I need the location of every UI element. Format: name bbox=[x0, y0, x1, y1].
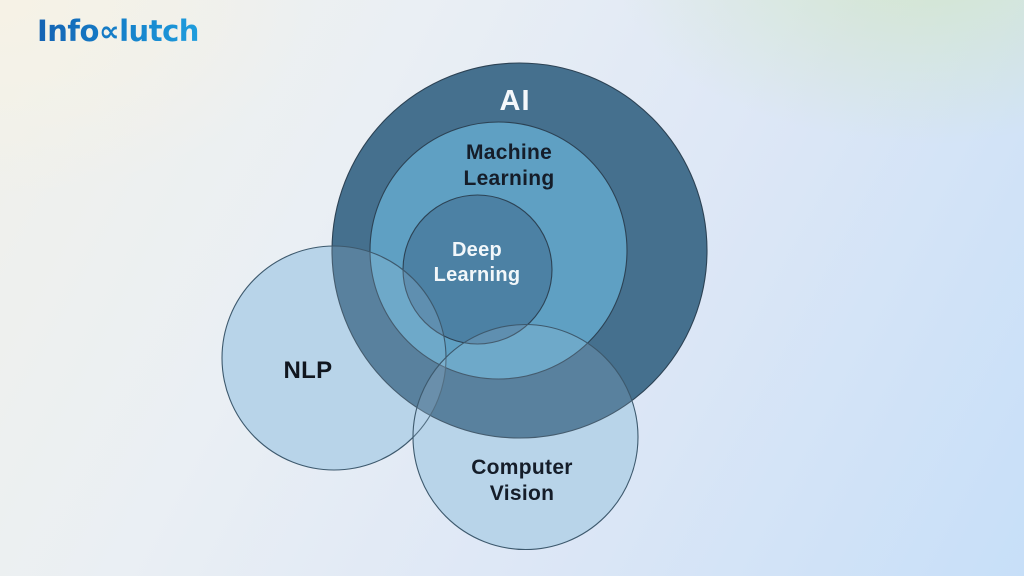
nlp-circle bbox=[221, 245, 447, 471]
ai-label: AI bbox=[499, 84, 531, 117]
computer-vision-circle bbox=[412, 323, 639, 551]
nlp-label: NLP bbox=[283, 357, 333, 384]
deep-learning-label: Deep Learning bbox=[433, 239, 521, 286]
infoclutch-logo: Info∝lutch bbox=[37, 14, 199, 48]
computer-vision-label: Computer Vision bbox=[471, 455, 573, 505]
machine-learning-label: Machine Learning bbox=[463, 140, 555, 190]
